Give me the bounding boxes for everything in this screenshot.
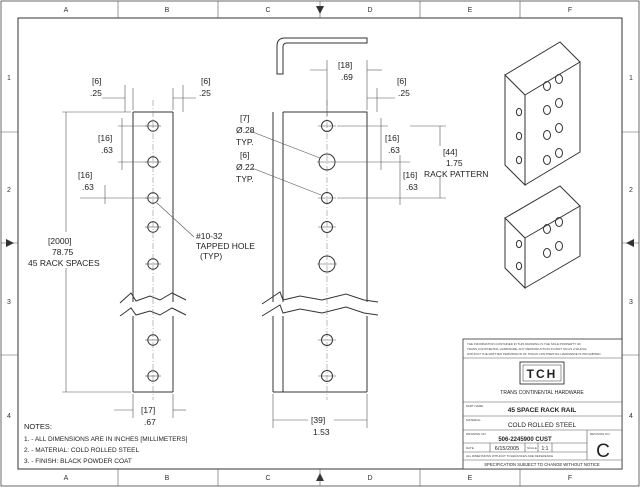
side-dim-18-in: .69 <box>341 72 353 82</box>
zone-row-3-right: 3 <box>629 299 633 306</box>
front-width-mm: [17] <box>141 405 155 415</box>
side-pattern-mm: [44] <box>443 147 457 157</box>
zone-col-c-bottom: C <box>265 475 270 482</box>
side-dim-16a-mm: [16] <box>385 133 399 143</box>
tb-drawing-no-label: DRAWING NO. <box>466 432 487 436</box>
tb-scale: 1:1 <box>542 446 549 452</box>
tb-proprietary-2: TRANS CONTINENTAL HARDWARE. ANY REPRODUC… <box>467 347 587 351</box>
side-dim-6-in: .25 <box>398 88 410 98</box>
front-rack-spaces: 45 RACK SPACES <box>28 258 100 268</box>
side-dim-16a-in: .63 <box>388 145 400 155</box>
notes-title: NOTES: <box>24 422 52 431</box>
front-overall-in: 78.75 <box>52 247 74 257</box>
note-1: 1. - ALL DIMENSIONS ARE IN INCHES [MILLI… <box>24 436 188 443</box>
side-view: [18] .69 [6] .25 [7] Ø.28 TYP. [6] Ø.22 … <box>236 37 488 437</box>
title-block: THE INFORMATION CONTAINED IN THIS DRAWIN… <box>462 338 623 470</box>
side-pattern-in: 1.75 <box>446 158 463 168</box>
tb-scale-label: SCALE <box>527 446 537 450</box>
front-tapped-hole-2: TAPPED HOLE <box>196 241 255 251</box>
side-width-in: 1.53 <box>313 427 330 437</box>
side-hole-b-typ: TYP. <box>236 174 254 184</box>
zone-col-b-bottom: B <box>165 475 170 482</box>
tb-material-label: MATERIAL <box>466 418 481 422</box>
tb-proprietary-3: WITHOUT THE WRITTEN PERMISSION OF TRANS … <box>467 352 602 356</box>
front-dim-left-mm: [6] <box>92 76 101 86</box>
zone-col-a-bottom: A <box>64 475 69 482</box>
zone-row-4-left: 4 <box>7 413 11 420</box>
side-dim-16b-mm: [16] <box>403 170 417 180</box>
front-dim-16b-mm: [16] <box>78 170 92 180</box>
tb-drawing-no: 506-2245900 CUST <box>498 437 552 443</box>
zone-col-a-top: A <box>64 7 69 14</box>
zone-col-e-bottom: E <box>468 475 473 482</box>
tb-material: COLD ROLLED STEEL <box>508 422 577 429</box>
zone-col-e-top: E <box>468 7 473 14</box>
front-tapped-hole-1: #10-32 <box>196 231 223 241</box>
side-dim-16b-in: .63 <box>406 182 418 192</box>
tb-revision-label: REVISION NO. <box>590 432 611 436</box>
tb-revision: C <box>596 441 610 462</box>
tch-logo-text: TCH <box>527 367 558 381</box>
front-dim-right-mm: [6] <box>201 76 210 86</box>
front-dim-left-in: .25 <box>90 88 102 98</box>
isometric-view <box>504 41 581 290</box>
note-2: 2. - MATERIAL: COLD ROLLED STEEL <box>24 447 139 454</box>
zone-col-c-top: C <box>265 7 270 14</box>
front-dim-right-in: .25 <box>199 88 211 98</box>
side-pattern-label: RACK PATTERN <box>424 169 488 179</box>
zone-row-2-right: 2 <box>629 187 633 194</box>
front-dim-16a-in: .63 <box>101 145 113 155</box>
tb-part-name: 45 SPACE RACK RAIL <box>508 407 577 414</box>
notes: NOTES: 1. - ALL DIMENSIONS ARE IN INCHES… <box>24 422 188 465</box>
zone-row-1-right: 1 <box>629 75 633 82</box>
zone-col-d-top: D <box>367 7 372 14</box>
center-arrows <box>6 6 634 481</box>
front-width-in: .67 <box>144 417 156 427</box>
side-hole-a-mm: [7] <box>240 113 249 123</box>
zone-col-f-bottom: F <box>568 475 572 482</box>
zone-col-f-top: F <box>568 7 572 14</box>
side-dim-18-mm: [18] <box>338 60 352 70</box>
side-hole-a-typ: TYP. <box>236 137 254 147</box>
zone-col-d-bottom: D <box>367 475 372 482</box>
note-3: 3. - FINISH: BLACK POWDER COAT <box>24 458 132 465</box>
side-hole-b-in: Ø.22 <box>236 162 255 172</box>
tb-date: 6/15/2005 <box>495 446 519 452</box>
tb-part-name-label: PART NAME <box>466 404 483 408</box>
front-overall-mm: [2000] <box>48 236 72 246</box>
zone-col-b-top: B <box>165 7 170 14</box>
front-dim-16b-in: .63 <box>82 182 94 192</box>
zone-row-2-left: 2 <box>7 187 11 194</box>
tch-logo <box>519 361 565 385</box>
tb-company: TRANS CONTINENTAL HARDWARE <box>500 390 584 396</box>
tb-proprietary-1: THE INFORMATION CONTAINED IN THIS DRAWIN… <box>467 342 581 346</box>
tb-spec-notice: SPECIFICATION SUBJECT TO CHANGE WITHOUT … <box>484 462 600 467</box>
side-dim-6-mm: [6] <box>397 76 406 86</box>
tb-date-label: DATE <box>466 446 474 450</box>
tb-tolerance: ALL DIMENSIONS WITHOUT TOLERANCES ARE RE… <box>466 454 553 458</box>
side-width-mm: [39] <box>311 415 325 425</box>
front-view: [6] .25 [6] .25 [16] .63 [16] .63 [2000]… <box>28 76 255 427</box>
side-hole-b-mm: [6] <box>240 150 249 160</box>
zone-row-4-right: 4 <box>629 413 633 420</box>
front-tapped-hole-3: (TYP) <box>200 251 222 261</box>
front-dim-16a-mm: [16] <box>98 133 112 143</box>
side-hole-a-in: Ø.28 <box>236 125 255 135</box>
zone-row-3-left: 3 <box>7 299 11 306</box>
zone-row-1-left: 1 <box>7 75 11 82</box>
